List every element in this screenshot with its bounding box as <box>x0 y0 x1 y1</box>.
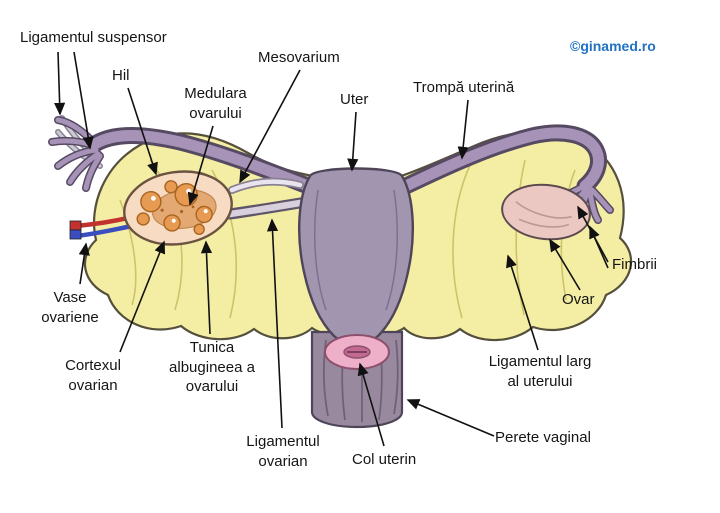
uterus-shape <box>298 167 414 345</box>
label-ligamentul-larg: Ligamentul larg al uterului <box>488 353 592 390</box>
label-ovar: Ovar <box>562 291 595 308</box>
label-tunica-albugineea: Tunica albugineea a ovarului <box>169 339 255 395</box>
ovary-dots <box>160 205 195 214</box>
label-hil: Hil <box>112 67 130 84</box>
label-uter: Uter <box>340 91 369 108</box>
label-medulara-ovarului: Medulara ovarului <box>184 85 247 122</box>
label-cortexul-ovarian: Cortexul ovarian <box>65 357 121 394</box>
follicle-highlights <box>151 188 208 223</box>
label-vase-ovariene: Vase ovariene <box>41 289 99 326</box>
label-trompa-uterina: Trompă uterină <box>413 79 515 96</box>
label-ligamentul-ovarian: Ligamentul ovarian <box>246 433 320 470</box>
ovarian-ligament-cord <box>224 196 312 220</box>
label-col-uterin: Col uterin <box>352 451 417 468</box>
label-fimbrii: Fimbrii <box>612 256 657 273</box>
label-perete-vaginal: Perete vaginal <box>495 429 591 446</box>
cervix-shape <box>324 334 390 370</box>
label-mesovarium: Mesovarium <box>258 49 340 66</box>
label-ligamentul-suspensor: Ligamentul suspensor <box>20 29 167 46</box>
watermark: ©ginamed.ro <box>570 38 656 54</box>
